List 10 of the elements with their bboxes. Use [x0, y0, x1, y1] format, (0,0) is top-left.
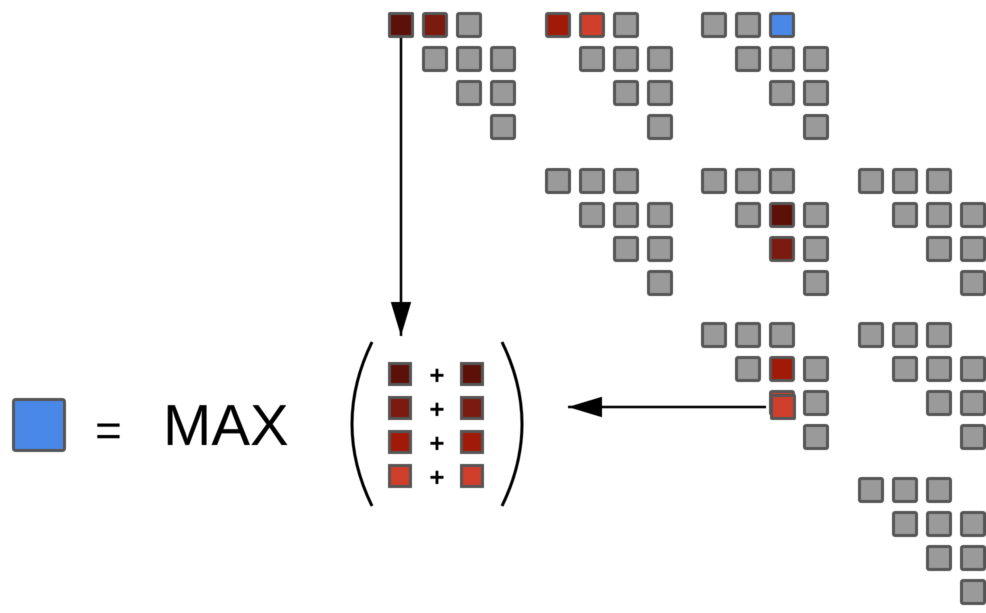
plus-sign: +: [428, 430, 446, 456]
arrow: [568, 396, 766, 418]
plus-sign: +: [428, 464, 446, 490]
plus-sign: +: [428, 362, 446, 388]
function-name: MAX: [163, 397, 289, 455]
table-cell: [388, 12, 414, 38]
equals-sign: =: [95, 407, 122, 453]
plus-sign: +: [428, 396, 446, 422]
table-cell: [770, 394, 796, 420]
arrow: [390, 38, 412, 336]
